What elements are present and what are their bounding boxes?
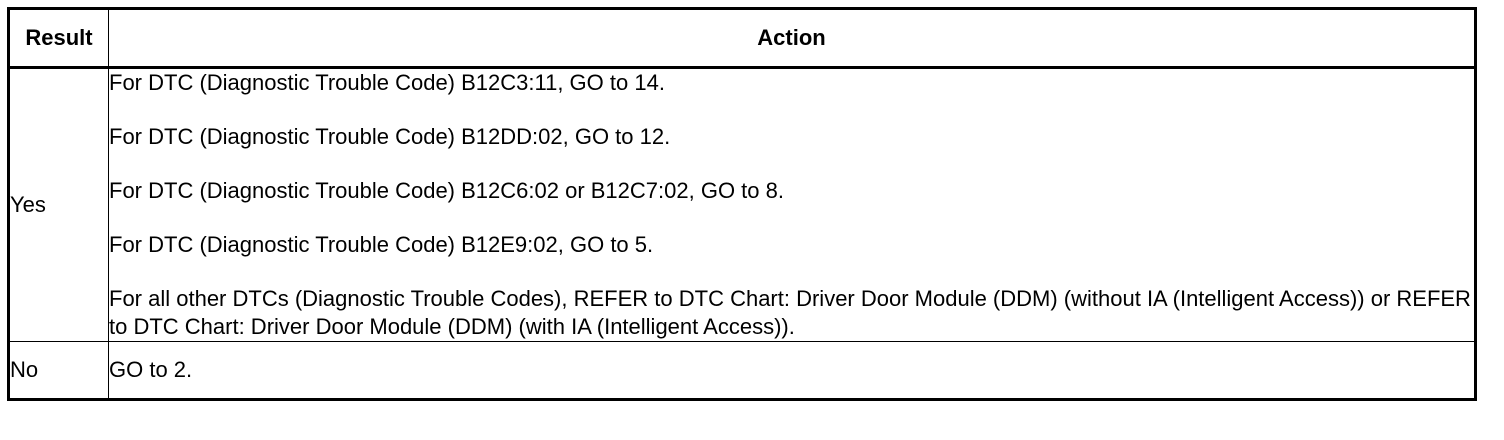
table-header-row: Result Action	[8, 8, 1476, 69]
result-cell-no: No	[8, 341, 109, 400]
table-row: Yes For DTC (Diagnostic Trouble Code) B1…	[8, 67, 1476, 342]
action-line: For DTC (Diagnostic Trouble Code) B12DD:…	[109, 124, 671, 149]
action-line: For DTC (Diagnostic Trouble Code) B12C6:…	[109, 178, 784, 203]
action-line: For DTC (Diagnostic Trouble Code) B12E9:…	[109, 232, 654, 257]
action-line: GO to 2.	[109, 357, 193, 382]
header-result: Result	[8, 8, 109, 69]
action-line: For DTC (Diagnostic Trouble Code) B12C3:…	[109, 70, 665, 95]
action-line: For all other DTCs (Diagnostic Trouble C…	[109, 286, 1471, 339]
header-action: Action	[108, 8, 1476, 69]
result-action-table: Result Action Yes For DTC (Diagnostic Tr…	[7, 7, 1477, 401]
result-cell-yes: Yes	[8, 67, 109, 342]
action-cell-no: GO to 2.	[108, 341, 1476, 400]
table-row: No GO to 2.	[8, 341, 1476, 400]
action-cell-yes: For DTC (Diagnostic Trouble Code) B12C3:…	[108, 67, 1476, 342]
